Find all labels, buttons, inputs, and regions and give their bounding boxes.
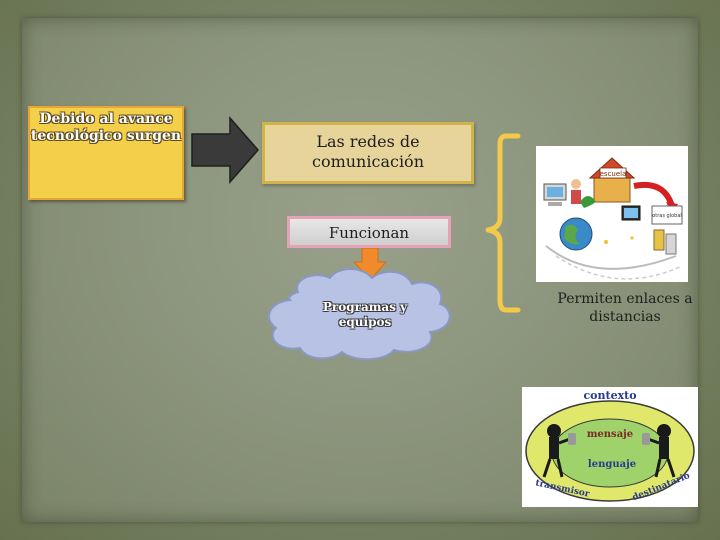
intro-box — [28, 106, 184, 200]
communication-model-illustration: contexto mensaje lenguaje transmisor des… — [522, 387, 698, 507]
networks-box — [262, 122, 474, 184]
sign-school: escuela — [600, 170, 627, 178]
sender-figure — [542, 424, 576, 478]
word-message: mensaje — [587, 429, 633, 440]
programs-cloud — [268, 268, 451, 361]
links-caption: Permiten enlaces a distancias — [557, 291, 693, 325]
cloud-label: Programas y equipos — [322, 300, 408, 329]
sign-world: otras global — [652, 213, 682, 219]
intro-text: Debido al avance tecnológico surgen — [30, 111, 182, 144]
brace — [485, 133, 521, 313]
down-arrow — [352, 247, 388, 281]
word-language: lenguaje — [588, 459, 636, 470]
network-illustration: escuela otras global — [536, 146, 688, 282]
function-box — [287, 216, 451, 248]
right-block-arrow — [191, 116, 259, 184]
networks-text: Las redes de comunicación — [311, 132, 424, 171]
word-context: contexto — [583, 389, 636, 402]
function-text: Funcionan — [328, 224, 410, 242]
receiver-figure — [642, 424, 676, 478]
